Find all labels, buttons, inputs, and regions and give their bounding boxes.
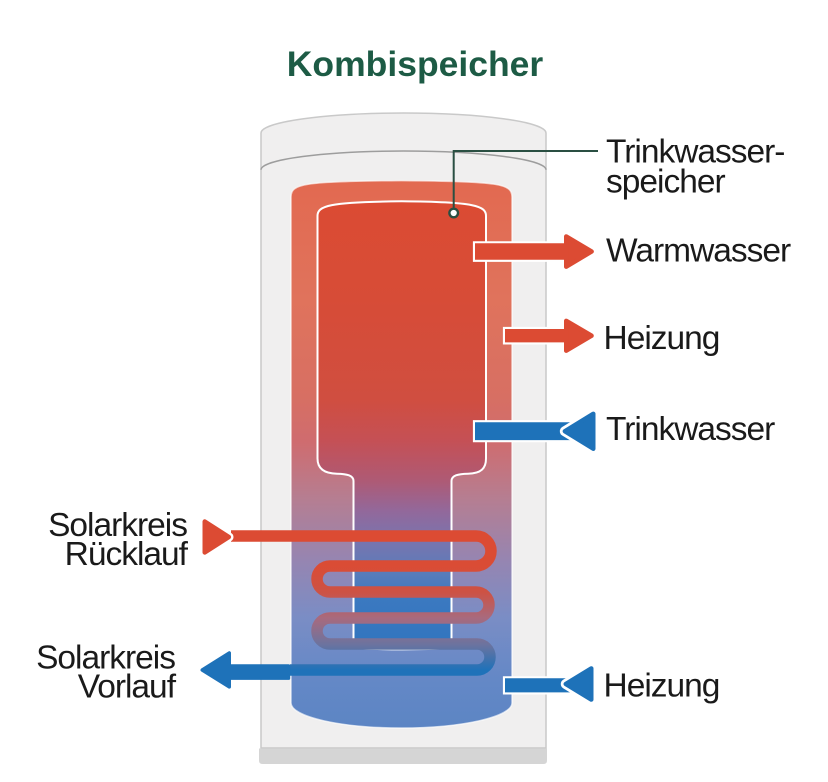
svg-text:Warmwasser: Warmwasser <box>606 233 791 270</box>
svg-text:speicher: speicher <box>606 164 725 201</box>
svg-text:Heizung: Heizung <box>604 668 720 705</box>
svg-text:Solarkreis: Solarkreis <box>48 507 187 544</box>
svg-text:Trinkwasser-: Trinkwasser- <box>606 134 784 171</box>
svg-text:Solarkreis: Solarkreis <box>36 640 175 677</box>
svg-text:Rücklauf: Rücklauf <box>65 536 189 573</box>
svg-text:Heizung: Heizung <box>604 320 720 357</box>
svg-text:Vorlauf: Vorlauf <box>78 669 177 706</box>
svg-text:Trinkwasser: Trinkwasser <box>606 411 775 448</box>
svg-text:Kombispeicher: Kombispeicher <box>287 44 544 84</box>
